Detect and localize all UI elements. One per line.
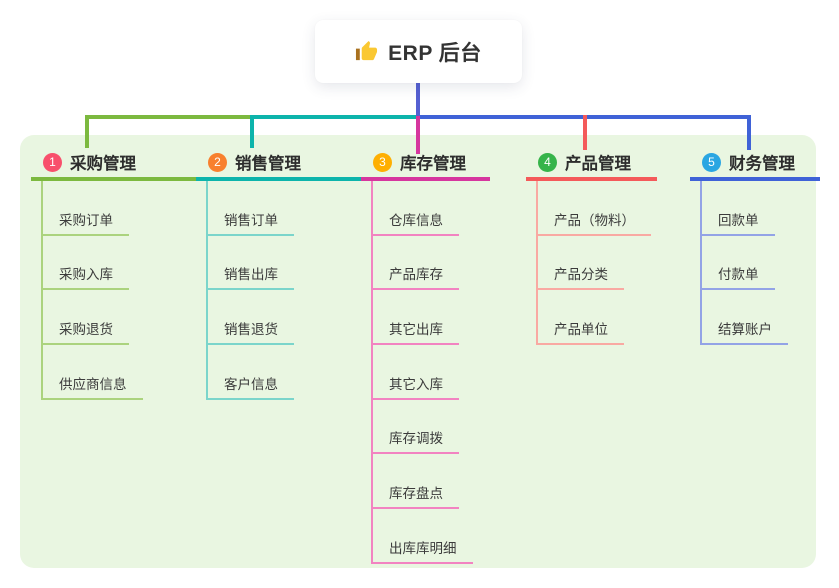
node-label: 产品库存 <box>389 267 443 283</box>
node-payment-order[interactable]: 付款单 <box>700 236 775 291</box>
node-other-inbound[interactable]: 其它入库 <box>371 345 459 400</box>
node-label: 客户信息 <box>224 376 278 392</box>
node-sales-order[interactable]: 销售订单 <box>206 181 294 236</box>
subtree-connector-line <box>700 181 702 346</box>
branch-index-badge: 4 <box>538 152 557 172</box>
node-supplier-info[interactable]: 供应商信息 <box>41 345 143 400</box>
node-product-unit[interactable]: 产品单位 <box>536 290 624 346</box>
branch-finance-subtree: 回款单 付款单 结算账户 <box>700 181 788 346</box>
root-stem-line <box>416 82 420 116</box>
branches-background-panel <box>20 135 816 568</box>
subtree-connector-line <box>371 181 373 564</box>
branch-label: 销售管理 <box>235 155 301 173</box>
branch-label: 财务管理 <box>729 155 795 173</box>
branch-index-badge: 1 <box>43 152 62 172</box>
node-label: 采购退货 <box>59 322 113 338</box>
node-stock-transfer[interactable]: 库存调拨 <box>371 400 459 455</box>
node-settlement-account[interactable]: 结算账户 <box>700 290 788 346</box>
subtree-connector-line <box>536 181 538 346</box>
branch-node-inventory[interactable]: 3 库存管理 <box>361 147 490 181</box>
node-sales-return[interactable]: 销售退货 <box>206 290 294 346</box>
node-sales-outbound[interactable]: 销售出库 <box>206 236 294 291</box>
subtree-connector-line <box>41 181 43 400</box>
node-label: 产品（物料） <box>554 212 635 228</box>
root-node-label: ERP 后台 <box>388 41 482 65</box>
node-product-stock[interactable]: 产品库存 <box>371 236 459 291</box>
branch-label: 库存管理 <box>400 155 466 173</box>
branch-node-purchase[interactable]: 1 采购管理 <box>31 147 198 181</box>
branch-purchase-subtree: 采购订单 采购入库 采购退货 供应商信息 <box>41 181 143 400</box>
node-label: 库存盘点 <box>389 486 443 502</box>
root-node-erp[interactable]: ERP 后台 <box>315 20 522 83</box>
node-label: 采购入库 <box>59 267 113 283</box>
branch-node-finance[interactable]: 5 财务管理 <box>690 147 820 181</box>
node-label: 仓库信息 <box>389 212 443 228</box>
node-label: 产品单位 <box>554 322 608 338</box>
node-purchase-return[interactable]: 采购退货 <box>41 290 129 346</box>
node-stock-count[interactable]: 库存盘点 <box>371 454 459 510</box>
node-product-category[interactable]: 产品分类 <box>536 236 624 291</box>
node-other-outbound[interactable]: 其它出库 <box>371 290 459 346</box>
node-warehouse-info[interactable]: 仓库信息 <box>371 181 459 236</box>
node-label: 库存调拨 <box>389 431 443 447</box>
node-label: 销售退货 <box>224 322 278 338</box>
node-product-material[interactable]: 产品（物料） <box>536 181 651 236</box>
branch-index-badge: 5 <box>702 152 721 172</box>
subtree-connector-line <box>206 181 208 400</box>
branch-product-subtree: 产品（物料） 产品分类 产品单位 <box>536 181 651 346</box>
node-purchase-order[interactable]: 采购订单 <box>41 181 129 236</box>
node-label: 供应商信息 <box>59 376 127 392</box>
drop-line-inventory <box>416 115 420 154</box>
node-label: 其它出库 <box>389 322 443 338</box>
drop-line-product <box>583 115 587 150</box>
branch-label: 采购管理 <box>70 155 136 173</box>
drop-line-sales <box>250 115 254 148</box>
node-outbound-detail[interactable]: 出库库明细 <box>371 509 473 564</box>
node-receipt-order[interactable]: 回款单 <box>700 181 775 236</box>
rail-sales <box>252 115 418 119</box>
node-label: 采购订单 <box>59 212 113 228</box>
branch-index-badge: 3 <box>373 152 392 172</box>
node-label: 出库库明细 <box>389 540 457 556</box>
rail-purchase <box>85 115 252 119</box>
node-customer-info[interactable]: 客户信息 <box>206 345 294 400</box>
node-label: 回款单 <box>718 212 759 228</box>
node-label: 销售出库 <box>224 267 278 283</box>
node-label: 其它入库 <box>389 376 443 392</box>
node-label: 付款单 <box>718 267 759 283</box>
branch-node-product[interactable]: 4 产品管理 <box>526 147 657 181</box>
branch-sales-subtree: 销售订单 销售出库 销售退货 客户信息 <box>206 181 294 400</box>
branch-label: 产品管理 <box>565 155 631 173</box>
branch-node-sales[interactable]: 2 销售管理 <box>196 147 364 181</box>
thumbs-up-icon <box>355 40 378 63</box>
drop-line-finance <box>747 115 751 150</box>
node-label: 产品分类 <box>554 267 608 283</box>
branch-index-badge: 2 <box>208 152 227 172</box>
node-purchase-inbound[interactable]: 采购入库 <box>41 236 129 291</box>
node-label: 销售订单 <box>224 212 278 228</box>
branch-inventory-subtree: 仓库信息 产品库存 其它出库 其它入库 库存调拨 库存盘点 出库库明细 <box>371 181 473 564</box>
drop-line-purchase <box>85 115 89 148</box>
node-label: 结算账户 <box>718 322 772 338</box>
